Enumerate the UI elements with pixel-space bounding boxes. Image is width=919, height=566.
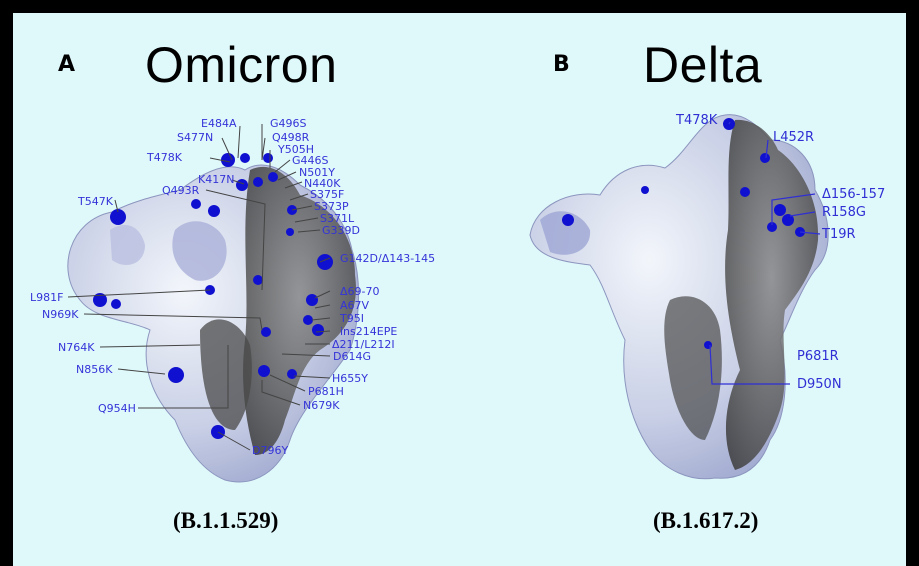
- mut-label: A67V: [340, 299, 370, 312]
- mut-label: D950N: [797, 377, 842, 392]
- mut-label: G446S: [292, 154, 329, 167]
- mut-label: P681R: [797, 349, 839, 364]
- mut-label: T95I: [339, 312, 364, 325]
- panel-a-letter: A: [58, 52, 76, 77]
- mut-label: Δ156-157: [822, 187, 885, 202]
- mut-label: D614G: [333, 350, 371, 363]
- mut-label: T478K: [675, 113, 718, 128]
- mut-label: K417N: [198, 173, 234, 186]
- omicron-spike-model: [67, 153, 360, 483]
- delta-spike-model: [529, 114, 829, 480]
- mut-label: T478K: [146, 151, 183, 164]
- mut-label: P681H: [308, 385, 344, 398]
- panel-b-lineage: (B.1.617.2): [653, 508, 759, 533]
- mut-label: G142D/Δ143-145: [340, 252, 435, 265]
- mut-label: Y505H: [277, 143, 314, 156]
- mut-label: H655Y: [332, 372, 368, 385]
- mut-label: N440K: [304, 177, 341, 190]
- mut-label: Q954H: [98, 402, 136, 415]
- mut-label: T547K: [77, 195, 114, 208]
- mut-label: R158G: [822, 205, 866, 220]
- mut-label: G339D: [322, 224, 360, 237]
- mut-label: Q498R: [272, 131, 310, 144]
- panel-a-title: Omicron: [145, 37, 338, 93]
- delta-leader-lines: [709, 121, 821, 385]
- mut-label: S373P: [314, 200, 349, 213]
- mut-label: ins214EPE: [340, 325, 397, 338]
- mut-label: N764K: [58, 341, 95, 354]
- mut-label: S371L: [320, 212, 355, 225]
- mut-label: Δ69-70: [340, 285, 380, 298]
- mut-label: N501Y: [299, 166, 335, 179]
- mut-label: Δ211/L212I: [332, 338, 395, 351]
- mut-label: T19R: [821, 227, 856, 242]
- mut-label: D796Y: [252, 444, 288, 457]
- panel-a-lineage: (B.1.1.529): [173, 508, 279, 533]
- mut-label: G496S: [270, 117, 307, 130]
- omicron-mutation-labels: E484A G496S S477N Q498R Y505H T478K G446…: [30, 117, 435, 457]
- panel-b-title: Delta: [643, 37, 763, 93]
- delta-mutation-labels: T478K L452R Δ156-157 R158G T19R P681R D9…: [675, 113, 885, 392]
- mut-label: N679K: [303, 399, 340, 412]
- panel-b-letter: B: [553, 52, 570, 77]
- mut-label: L981F: [30, 291, 63, 304]
- mut-label: S375F: [310, 188, 344, 201]
- mut-label: N856K: [76, 363, 113, 376]
- omicron-leader-lines: [67, 124, 331, 451]
- mut-label: N969K: [42, 308, 79, 321]
- mut-label: L452R: [773, 130, 814, 145]
- mut-label: Q493R: [162, 184, 200, 197]
- mut-label: S477N: [177, 131, 213, 144]
- mut-label: E484A: [201, 117, 237, 130]
